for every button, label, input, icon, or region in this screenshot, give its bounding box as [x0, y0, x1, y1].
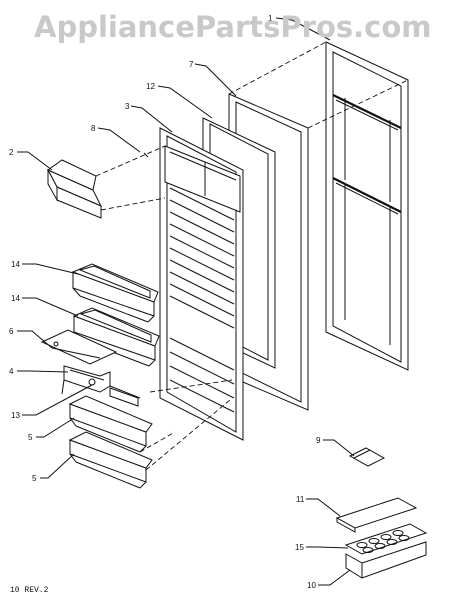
callout-10: 10 [307, 581, 316, 590]
ice-tray [344, 523, 428, 555]
lower-bin-lower [68, 431, 153, 489]
leader-lines [17, 17, 355, 586]
watermark: AppliancePartsPros.com [34, 10, 432, 44]
callout-11: 11 [296, 495, 305, 504]
ice-bin [345, 541, 427, 579]
shelf-bracket [40, 329, 141, 407]
callout-8: 8 [91, 124, 96, 133]
liner-upper-rails [169, 187, 235, 329]
callout-6: 6 [9, 327, 14, 336]
callout-13: 13 [11, 411, 20, 420]
callout-4: 4 [9, 367, 14, 376]
liner-lower-rails [169, 337, 235, 413]
callout-1: 1 [268, 14, 273, 23]
ice-tray-cover [335, 497, 418, 533]
revision-note: 10 REV.2 [10, 586, 49, 595]
outer-door-panel [325, 41, 409, 371]
callout-14a: 14 [11, 260, 20, 269]
callout-7: 7 [189, 60, 194, 69]
callout-12: 12 [146, 82, 155, 91]
ice-scoop [348, 447, 386, 467]
door-bin-lower [72, 307, 160, 367]
door-bin-upper [71, 263, 159, 323]
callout-14b: 14 [11, 294, 20, 303]
callout-5a: 5 [28, 433, 33, 442]
callout-9: 9 [316, 436, 321, 445]
callout-2: 2 [9, 148, 14, 157]
callout-15: 15 [295, 543, 304, 552]
callout-3: 3 [125, 102, 130, 111]
callout-5b: 5 [32, 474, 37, 483]
inner-door-liner [159, 127, 244, 441]
callouts: 1 2 3 4 5 5 6 7 8 9 10 11 12 13 14 14 15 [9, 14, 321, 590]
dairy-door [46, 145, 166, 219]
